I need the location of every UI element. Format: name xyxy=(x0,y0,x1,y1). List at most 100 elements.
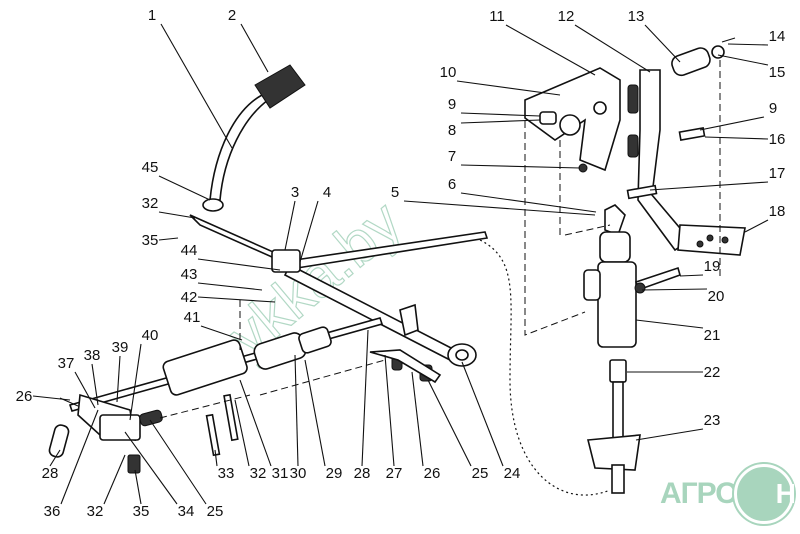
callout-label: 28 xyxy=(354,465,371,482)
callout-label: 25 xyxy=(472,465,489,482)
leader-line xyxy=(635,319,704,329)
assembly-guides xyxy=(479,60,721,496)
pin xyxy=(48,424,70,458)
leader-line xyxy=(649,181,769,191)
callout-label: 41 xyxy=(184,309,201,326)
callout-label: 17 xyxy=(769,165,786,182)
leader-line xyxy=(239,379,272,467)
leader-line xyxy=(240,23,269,73)
leader-line xyxy=(641,288,708,291)
callout-label: 3 xyxy=(291,184,299,201)
leader-line xyxy=(403,200,596,216)
leader-line xyxy=(197,296,276,303)
callout-label: 9 xyxy=(769,100,777,117)
leader-line xyxy=(197,258,281,271)
callout-label: 4 xyxy=(323,184,331,201)
leader-line xyxy=(460,112,541,117)
leader-line xyxy=(411,371,424,467)
leader-line xyxy=(149,419,207,505)
callout-label: 5 xyxy=(391,184,399,201)
callout-label: 19 xyxy=(704,258,721,275)
callout-label: 36 xyxy=(44,503,61,520)
leader-line xyxy=(744,219,769,233)
callout-label: 18 xyxy=(769,203,786,220)
callout-label: 2 xyxy=(228,7,236,24)
callout-label: 28 xyxy=(42,465,59,482)
callout-label: 27 xyxy=(386,465,403,482)
callout-label: 11 xyxy=(489,8,505,25)
leader-line xyxy=(74,371,96,409)
leader-line xyxy=(505,24,596,76)
callout-label: 31 xyxy=(272,465,289,482)
leader-line xyxy=(704,136,769,140)
callout-label: 43 xyxy=(181,266,198,283)
leader-line xyxy=(234,399,250,467)
callout-label: 33 xyxy=(218,465,235,482)
callout-label: 32 xyxy=(142,195,159,212)
leader-line xyxy=(284,200,296,251)
callout-label: 29 xyxy=(326,465,343,482)
leader-line xyxy=(717,54,769,66)
callout-label: 8 xyxy=(448,122,456,139)
leader-line xyxy=(727,43,769,46)
pedal-pad xyxy=(254,64,306,109)
callout-label: 24 xyxy=(504,465,521,482)
callout-label: 16 xyxy=(769,131,786,148)
callout-label: 32 xyxy=(87,503,104,520)
callout-label: 13 xyxy=(628,8,645,25)
leader-line xyxy=(129,343,142,421)
callout-label: 45 xyxy=(142,159,159,176)
cross-shaft xyxy=(189,214,489,367)
callout-label: 6 xyxy=(448,176,456,193)
leader-line xyxy=(160,23,233,149)
leader-line xyxy=(103,454,126,505)
spring xyxy=(139,409,163,427)
leader-line xyxy=(460,164,581,169)
leader-line xyxy=(384,354,395,467)
callout-label: 20 xyxy=(708,288,725,305)
callout-label: 26 xyxy=(16,388,33,405)
callout-label: 14 xyxy=(769,28,786,45)
callout-label: 26 xyxy=(424,465,441,482)
leader-line xyxy=(461,361,504,467)
callout-label: 38 xyxy=(84,347,101,364)
callout-label: 35 xyxy=(133,503,150,520)
callout-label: 25 xyxy=(207,503,224,520)
leader-lines xyxy=(32,23,769,505)
leader-line xyxy=(49,449,61,467)
callout-label: 21 xyxy=(704,327,721,344)
leader-line xyxy=(299,200,319,263)
leader-line xyxy=(294,354,299,467)
leader-line xyxy=(460,192,597,213)
leader-line xyxy=(91,363,99,406)
servo-cylinder xyxy=(583,204,681,494)
callout-label: 9 xyxy=(448,96,456,113)
leader-line xyxy=(124,431,178,505)
leader-line xyxy=(427,379,472,467)
master-cylinder-assembly xyxy=(48,300,442,474)
leader-line xyxy=(644,24,681,63)
leader-line xyxy=(456,80,561,96)
leader-line xyxy=(32,395,71,401)
callout-label: 42 xyxy=(181,289,198,306)
callout-label: 15 xyxy=(769,64,786,81)
callout-label: 23 xyxy=(704,412,721,429)
leader-line xyxy=(635,428,704,441)
leader-line xyxy=(574,24,651,73)
leader-line xyxy=(116,355,121,403)
leader-line xyxy=(200,325,243,341)
callout-label: 34 xyxy=(178,503,195,520)
leader-line xyxy=(158,175,211,201)
leader-line xyxy=(197,282,263,291)
leader-line xyxy=(60,409,99,505)
clutch-pedal-lever xyxy=(202,64,306,212)
logo-circle xyxy=(733,464,794,524)
leader-line xyxy=(679,274,704,277)
callout-label: 12 xyxy=(558,8,575,25)
callout-label: 40 xyxy=(142,327,159,344)
pedal-bracket xyxy=(524,67,639,173)
callout-label: 39 xyxy=(112,339,129,356)
agronka-logo: АГРО НКА xyxy=(660,464,800,524)
